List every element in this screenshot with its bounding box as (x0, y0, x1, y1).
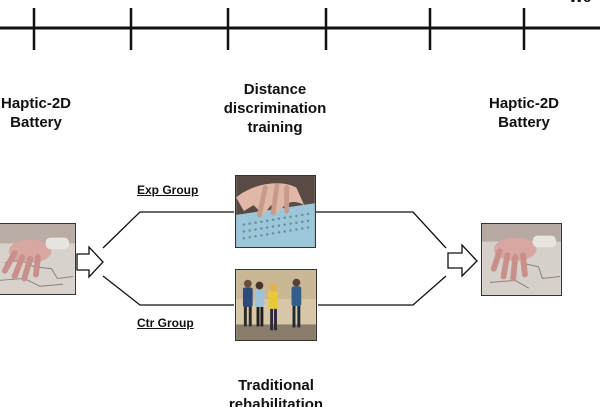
post-test-label-line2: Battery (498, 114, 550, 131)
pre-test-label-line1: Haptic-2D (0, 95, 71, 112)
training-label-line3: training (247, 119, 303, 136)
merge-line-exp (316, 211, 447, 249)
split-line-ctr (102, 275, 234, 306)
pre-test-label: Haptic-2D Battery (0, 94, 106, 132)
traditional-label-line1: Traditional (238, 377, 314, 394)
timeline-label: We (569, 0, 591, 7)
ctr-group-label: Ctr Group (137, 316, 194, 330)
hand-on-tactile-map-image (482, 224, 561, 295)
ctr-group-image (235, 269, 317, 341)
split-line-exp (102, 211, 234, 249)
hands-on-braille-board-image (236, 176, 315, 247)
merge-line-ctr (318, 275, 447, 306)
post-test-label-line1: Haptic-2D (488, 95, 559, 112)
pre-test-label-line2: Battery (10, 114, 62, 131)
traditional-label: Traditional rehabilitation (206, 376, 346, 407)
pre-test-hand-image (0, 223, 76, 295)
post-test-label: Haptic-2D Battery (454, 94, 594, 132)
training-label: Distance discrimination training (205, 80, 345, 137)
post-test-hand-image (481, 223, 562, 296)
arrow-right-icon (447, 243, 478, 278)
training-label-line2: discrimination (223, 100, 327, 117)
hand-on-tactile-map-image (0, 224, 75, 294)
exp-group-label: Exp Group (137, 183, 199, 197)
traditional-label-line2: rehabilitation (228, 396, 324, 407)
arrow-right-icon (76, 245, 104, 279)
exp-group-image (235, 175, 316, 248)
group-of-people-outdoors-image (236, 270, 316, 340)
training-label-line1: Distance (243, 81, 307, 98)
